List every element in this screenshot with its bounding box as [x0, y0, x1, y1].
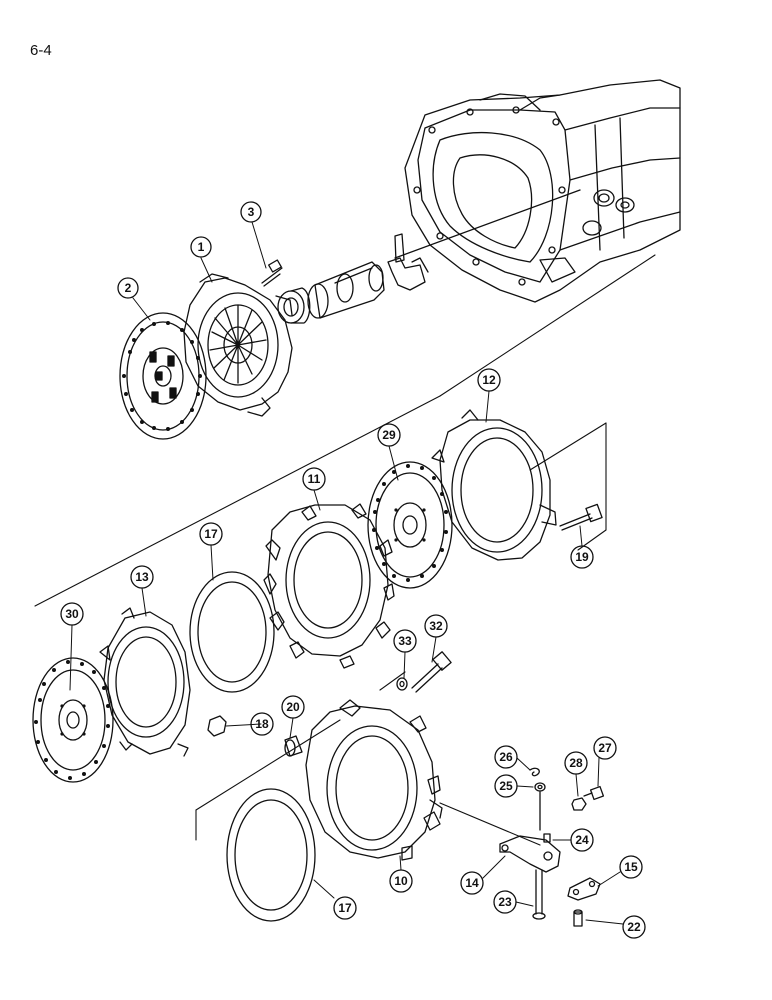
pin-24: [543, 833, 551, 843]
callout-1: 1: [190, 236, 212, 258]
callout-22: 22: [622, 915, 646, 939]
callout-2: 2: [117, 277, 139, 299]
clutch-disc: [119, 312, 207, 440]
svg-text:17: 17: [338, 901, 352, 915]
bolt-32: [411, 651, 452, 693]
callout-26: 26: [494, 745, 518, 769]
svg-text:18: 18: [255, 717, 269, 731]
svg-text:28: 28: [569, 756, 583, 770]
section-frame-lines: [34, 254, 656, 846]
transmission-housing: [394, 79, 681, 303]
backing-plate-17-lower: [226, 788, 316, 922]
washer-33: [396, 677, 408, 691]
svg-text:27: 27: [598, 741, 612, 755]
callout-33: 33: [393, 629, 417, 653]
svg-text:17: 17: [204, 527, 218, 541]
pressure-plate-assembly: [183, 273, 293, 417]
bolt-27: [583, 785, 605, 801]
cotter-pin-26: [529, 767, 540, 777]
callout-24: 24: [570, 828, 594, 852]
pin-23: [532, 869, 546, 920]
svg-text:20: 20: [286, 700, 300, 714]
callouts: 1 2 3 10 11 12 13 14 15 17 17 18 19 20 2…: [60, 201, 646, 939]
release-lever-14: [499, 835, 561, 873]
clutch-cover-plate: [431, 409, 557, 561]
callout-17-upper: 17: [199, 522, 223, 546]
svg-text:22: 22: [627, 920, 641, 934]
bushing-20: [284, 735, 303, 757]
callout-28: 28: [564, 751, 588, 775]
backing-plate-17-upper: [189, 571, 275, 693]
callout-18: 18: [250, 712, 274, 736]
callout-12: 12: [477, 368, 501, 392]
friction-disc-30: [32, 657, 114, 783]
nut-28: [571, 797, 587, 811]
callout-29: 29: [377, 423, 401, 447]
bolt-19: [559, 503, 603, 531]
svg-text:3: 3: [248, 205, 255, 219]
callout-27: 27: [593, 736, 617, 760]
callout-15: 15: [619, 855, 643, 879]
svg-text:25: 25: [499, 779, 513, 793]
callout-30: 30: [60, 602, 84, 626]
svg-text:32: 32: [429, 619, 443, 633]
bolt-3: [261, 259, 283, 287]
release-fork: [387, 233, 429, 291]
link-15: [567, 877, 601, 901]
svg-text:30: 30: [65, 607, 79, 621]
svg-text:12: 12: [482, 373, 496, 387]
callout-32: 32: [424, 614, 448, 638]
callout-19: 19: [570, 545, 594, 569]
svg-text:11: 11: [308, 472, 321, 486]
nut-18: [207, 715, 227, 737]
svg-text:19: 19: [575, 550, 589, 564]
svg-text:33: 33: [398, 634, 412, 648]
intermediate-plate-11: [263, 503, 395, 669]
svg-text:24: 24: [575, 833, 589, 847]
callout-3: 3: [240, 201, 262, 223]
release-bearing-sleeve: [307, 261, 385, 319]
callout-14: 14: [460, 871, 484, 895]
callout-23: 23: [493, 890, 517, 914]
friction-disc-29: [367, 461, 453, 589]
nut-25: [534, 782, 546, 831]
svg-text:26: 26: [499, 750, 513, 764]
svg-text:2: 2: [125, 281, 132, 295]
leader-lines: [69, 221, 624, 925]
svg-text:10: 10: [394, 874, 408, 888]
callout-17-lower: 17: [333, 896, 357, 920]
page-number: 6-4: [30, 42, 52, 59]
svg-text:1: 1: [198, 240, 205, 254]
svg-text:13: 13: [135, 570, 149, 584]
callout-20: 20: [281, 695, 305, 719]
callout-25: 25: [494, 774, 518, 798]
pressure-plate-10: [305, 699, 443, 861]
callout-10: 10: [389, 869, 413, 893]
callout-11: 11: [302, 467, 326, 491]
svg-text:15: 15: [624, 860, 638, 874]
svg-text:14: 14: [465, 876, 479, 890]
pin-22: [573, 909, 583, 927]
pressure-plate-13: [99, 607, 191, 757]
svg-text:23: 23: [498, 895, 512, 909]
release-bearing: [277, 287, 311, 324]
callout-13: 13: [130, 565, 154, 589]
svg-text:29: 29: [382, 428, 396, 442]
